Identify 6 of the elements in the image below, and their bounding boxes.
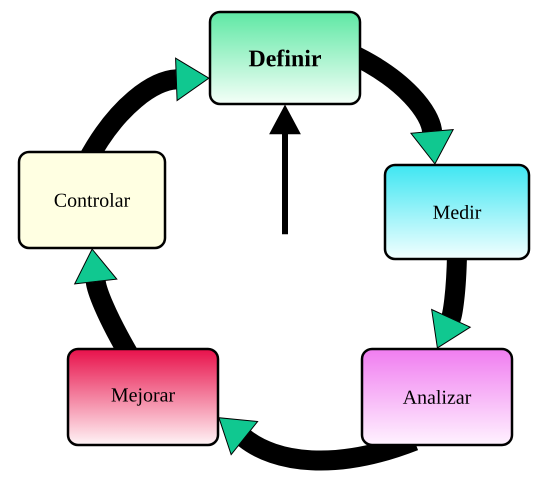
step-box: Definir: [208, 10, 362, 106]
step-box: Controlar: [18, 150, 166, 250]
step-box: Analizar: [360, 348, 514, 446]
cycle-arrow: [218, 417, 418, 470]
step-box: Medir: [384, 164, 530, 260]
step-box: Mejorar: [66, 348, 220, 446]
